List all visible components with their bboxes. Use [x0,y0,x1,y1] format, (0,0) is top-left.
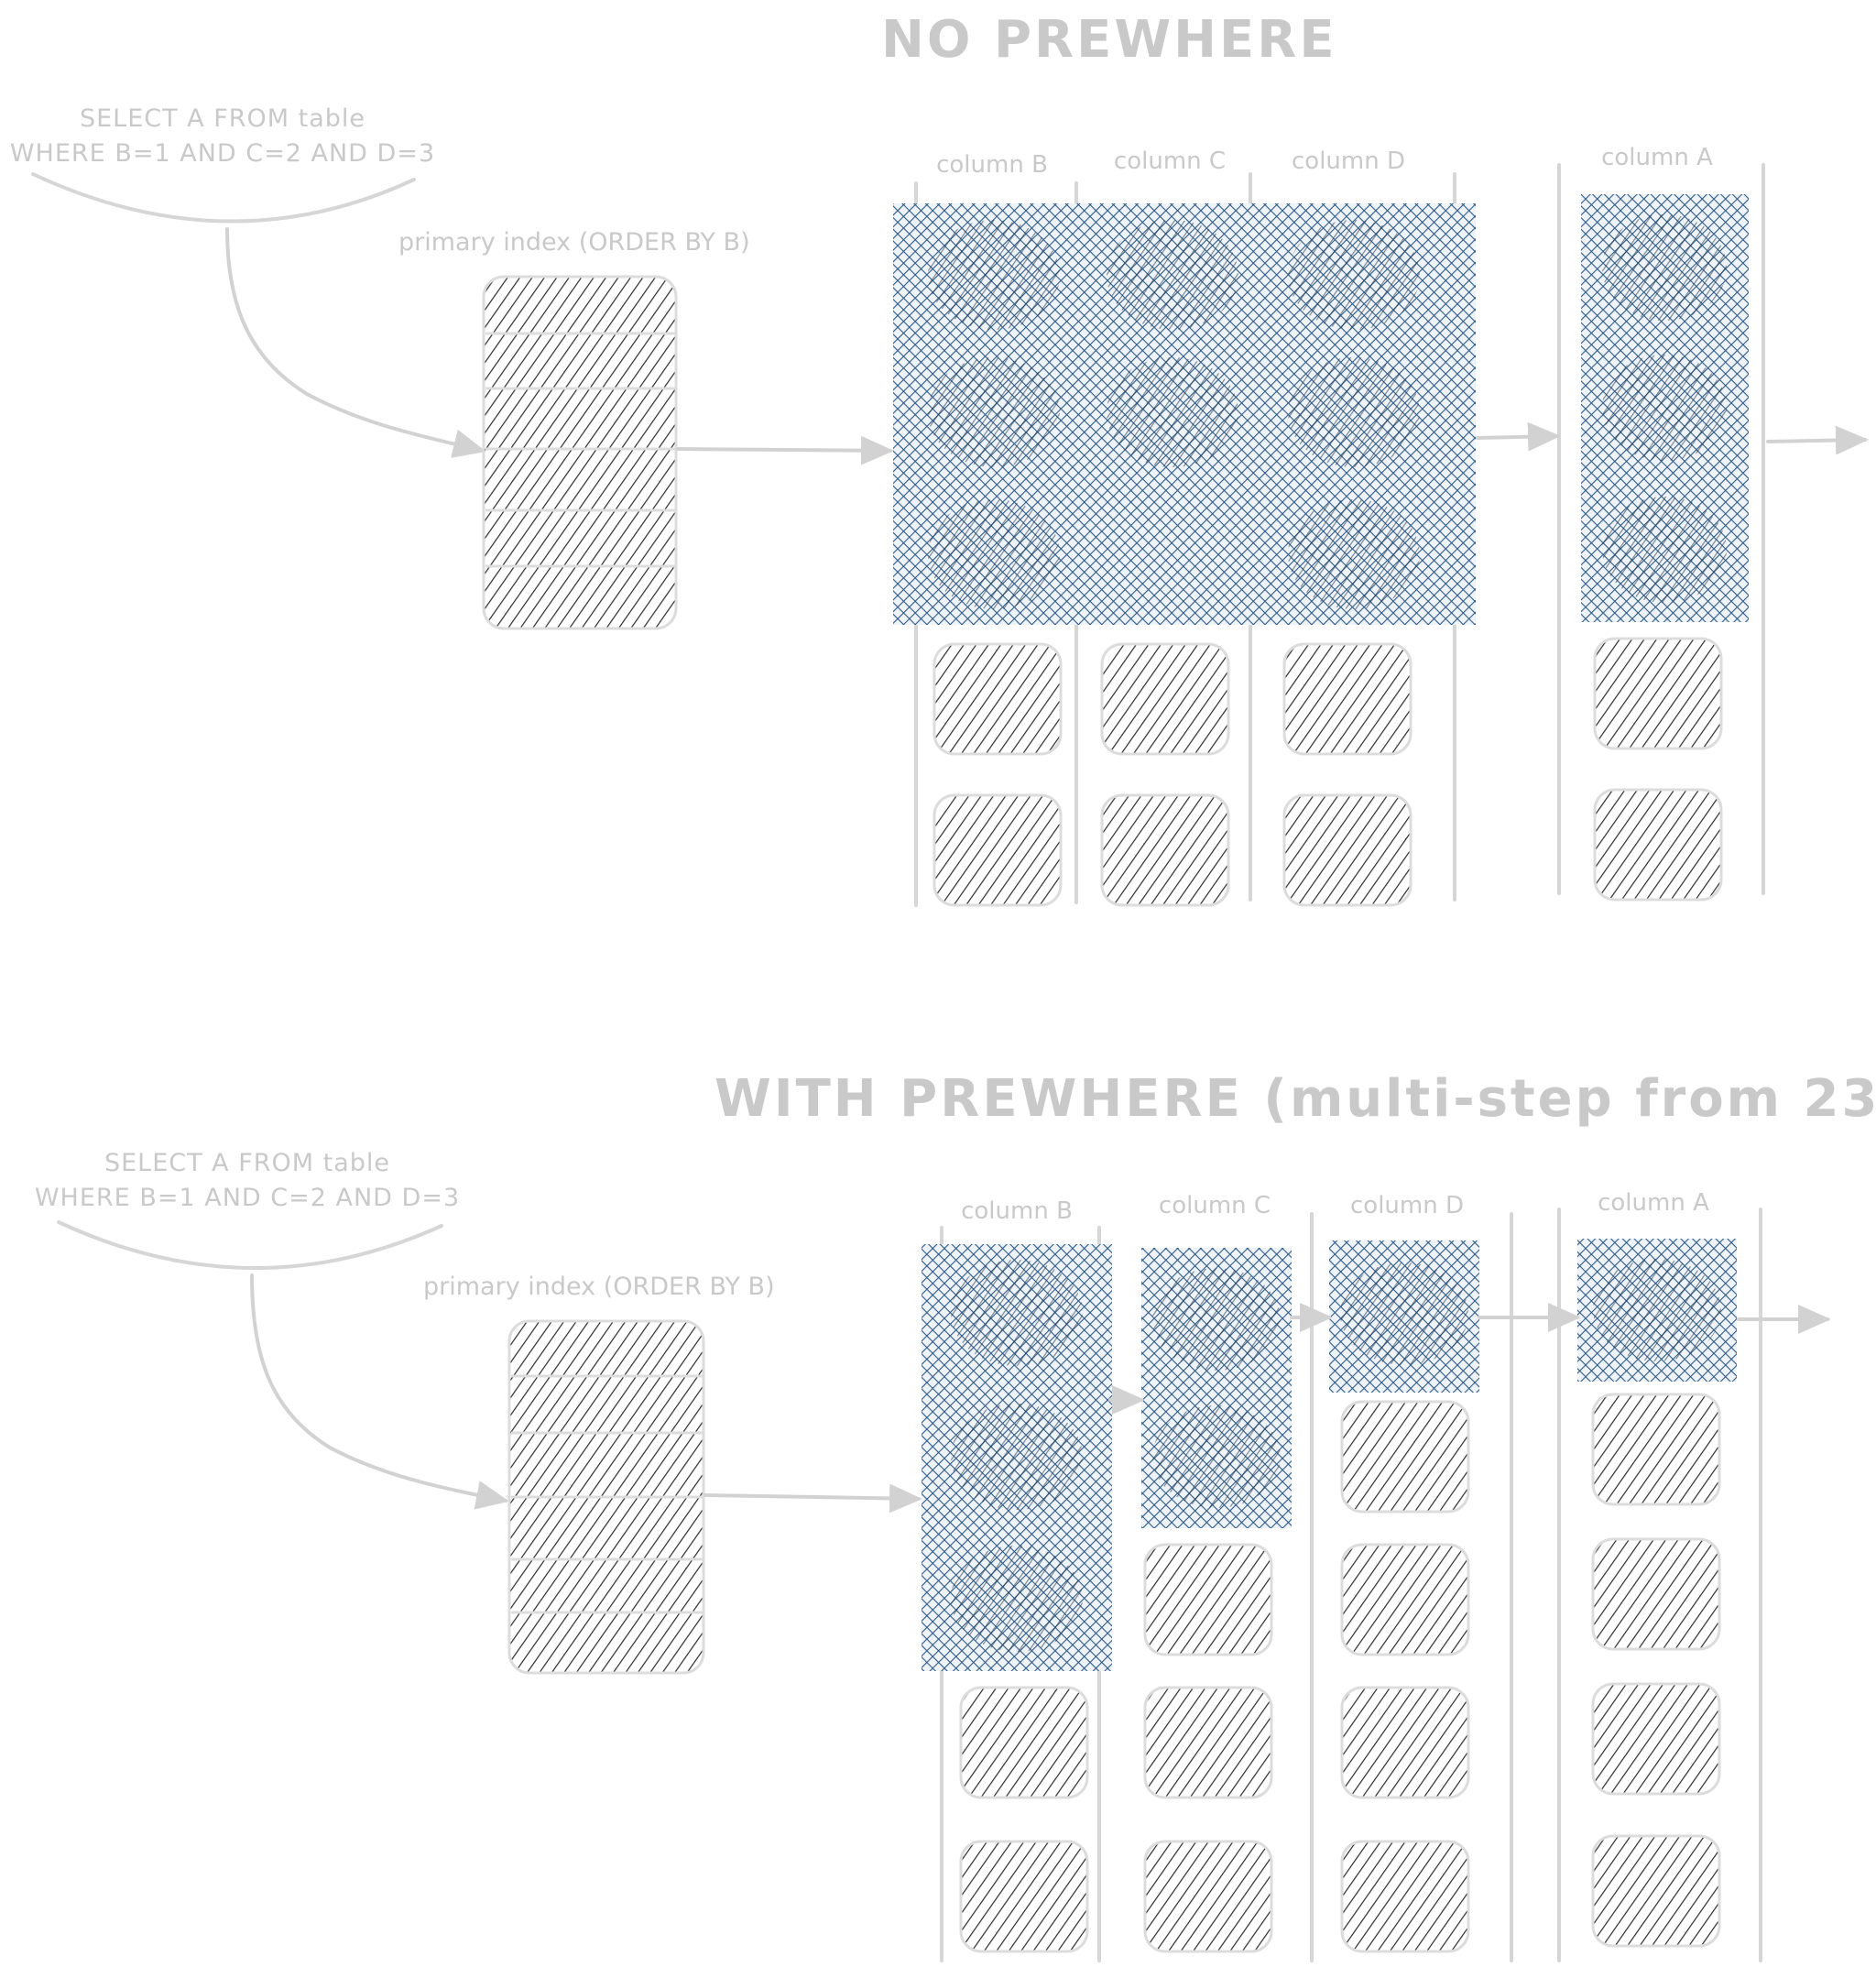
granule [1340,1543,1470,1656]
index-label: primary index (ORDER BY B) [423,1273,775,1301]
granule [1340,1400,1470,1513]
granule [1591,1537,1721,1651]
query-line-2: WHERE B=1 AND C=2 AND D=3 [35,1184,460,1212]
index-label: primary index (ORDER BY B) [398,228,750,257]
query-line-2: WHERE B=1 AND C=2 AND D=3 [10,139,435,168]
column-a-label: column A [1598,1189,1709,1217]
granule [1591,1834,1721,1948]
granule [1340,1686,1470,1799]
read-block-a [1581,194,1749,622]
column-a-label: column A [1601,144,1713,171]
granule [1100,793,1230,907]
read-block-bcd [893,203,1476,625]
output-arrow [1766,425,1869,455]
granule [1593,788,1723,902]
query-line-1: SELECT A FROM table [104,1149,390,1177]
read-block-a [1577,1239,1737,1382]
index-to-columns-arrow [676,435,894,465]
bcd-to-a-arrow [1476,421,1561,452]
query-to-index-arrow [250,1273,509,1510]
query-brace [57,1220,443,1270]
primary-index [507,1319,705,1675]
query-brace [31,172,416,224]
column-c-label: column C [1114,148,1226,175]
granule [1591,1682,1721,1796]
column-b-label: column B [961,1197,1073,1225]
panel-title: NO PREWHERE [881,10,1337,70]
granule [1143,1686,1273,1799]
granule [959,1686,1089,1799]
granule [1593,637,1723,750]
granule [1143,1543,1273,1656]
granule [1591,1393,1721,1506]
column-d-label: column D [1350,1192,1464,1219]
panel-title: WITH PREWHERE (multi-step from 23.2) [714,1069,1876,1129]
granule [1282,642,1412,756]
primary-index-box [482,275,678,630]
primary-index [482,275,678,630]
column-b-label: column B [936,151,1048,179]
query-to-index-arrow [225,227,486,458]
granule [933,793,1063,907]
index-to-columns-arrow [704,1483,922,1513]
granule [1282,793,1412,907]
panel-with-prewhere: WITH PREWHERE (multi-step from 23.2) SEL… [35,1069,1876,1962]
granule [959,1840,1089,1953]
column-d-label: column D [1292,148,1405,175]
read-block-d [1329,1240,1479,1393]
granule [933,642,1063,756]
panel-no-prewhere: NO PREWHERE SELECT A FROM table WHERE B=… [10,10,1869,907]
granule [1100,642,1230,756]
column-c-label: column C [1159,1192,1271,1219]
read-block-c [1141,1248,1292,1528]
query-line-1: SELECT A FROM table [80,104,365,133]
granule [1340,1840,1470,1953]
granule [1143,1840,1273,1953]
read-block-b [922,1244,1112,1671]
